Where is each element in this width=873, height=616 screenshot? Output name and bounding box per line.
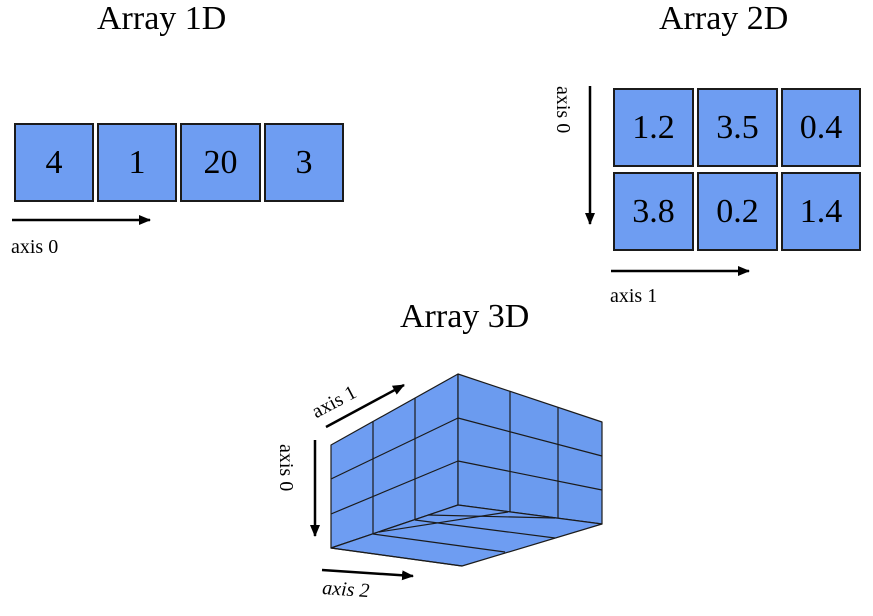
array-2d-cell: 0.2 <box>697 172 778 251</box>
array-1d-title: Array 1D <box>97 0 227 37</box>
array-3d-axis1-arrow <box>325 383 405 429</box>
array-1d-cell: 20 <box>180 123 261 202</box>
array-1d-axis0-label: axis 0 <box>11 236 59 258</box>
array-2d-cell: 3.5 <box>697 88 778 167</box>
array-2d-cell: 0.4 <box>781 88 861 167</box>
array-1d-cell: 1 <box>97 123 177 202</box>
array-3d-axis2-label: axis 2 <box>321 577 371 603</box>
array-2d-title: Array 2D <box>659 0 789 37</box>
array-3d-title: Array 3D <box>400 298 530 335</box>
array-1d-cell: 4 <box>14 123 94 202</box>
array-2d-cell: 1.2 <box>613 88 694 167</box>
array-2d-cell: 1.4 <box>781 172 861 251</box>
array-1d-cell: 3 <box>264 123 344 202</box>
array-3d-axis0-label: axis 0 <box>275 444 297 492</box>
array-2d-axis1-label: axis 1 <box>610 285 658 307</box>
cube-right-face <box>457 373 603 525</box>
array-2d-cell: 3.8 <box>613 172 694 251</box>
array-3d-cube <box>330 373 603 567</box>
array-3d-axis2-arrow <box>321 568 414 581</box>
